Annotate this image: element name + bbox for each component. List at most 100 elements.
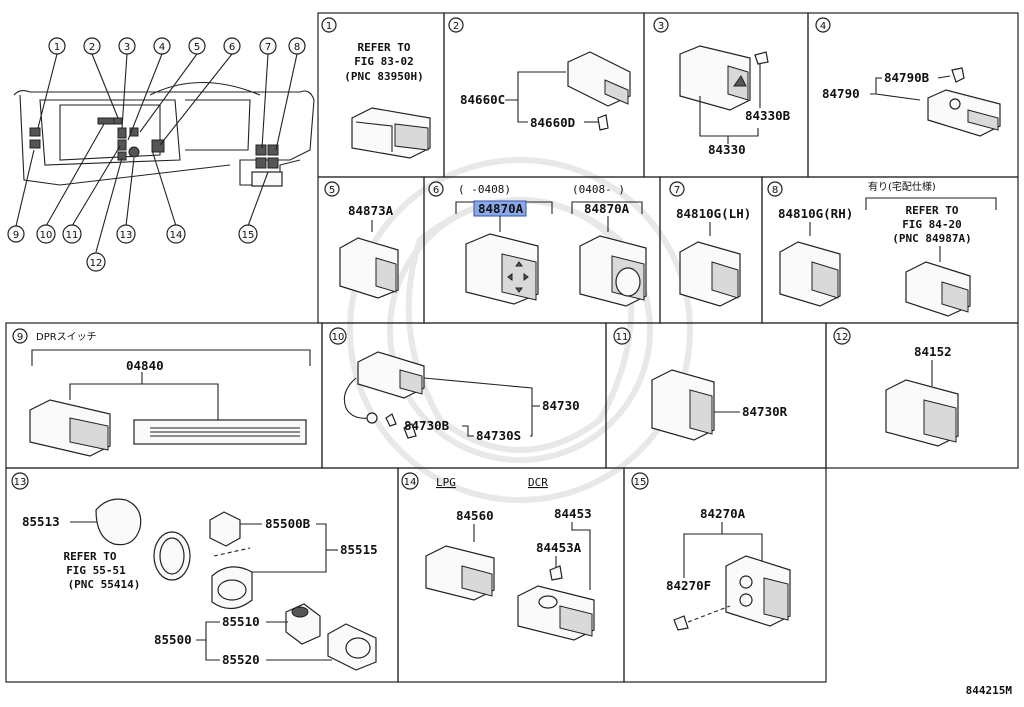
svg-text:4: 4 (159, 42, 165, 53)
svg-text:84330B: 84330B (745, 108, 791, 123)
section-1: 1 REFER TO FIG 83-02 (PNC 83950H) (321, 17, 431, 159)
svg-text:84453: 84453 (554, 506, 592, 521)
callout-3: 3 (118, 37, 136, 55)
svg-text:11: 11 (616, 332, 629, 343)
section-10: 10 84730 84730B 84730S (329, 327, 580, 443)
svg-text:1: 1 (326, 21, 332, 32)
svg-text:84660C: 84660C (460, 92, 505, 107)
callout-6: 6 (223, 37, 241, 55)
svg-text:15: 15 (634, 477, 647, 488)
section-5: 5 84873A (324, 181, 399, 299)
svg-text:13: 13 (120, 230, 133, 241)
dashboard-overview (13, 53, 315, 253)
svg-text:84810G(LH): 84810G(LH) (676, 206, 751, 221)
svg-text:8: 8 (294, 42, 300, 53)
section-8: 8 有り(宅配仕様) 84810G(RH) REFER TO FIG 84-20… (767, 180, 997, 317)
svg-text:15: 15 (242, 230, 255, 241)
svg-text:3: 3 (124, 42, 130, 53)
svg-text:REFER TO: REFER TO (906, 204, 959, 217)
svg-text:84730B: 84730B (404, 418, 450, 433)
svg-text:14: 14 (404, 477, 417, 488)
svg-text:85510: 85510 (222, 614, 260, 629)
svg-text:6: 6 (229, 42, 235, 53)
svg-text:( -0408): ( -0408) (458, 183, 511, 196)
section-2: 2 84660C 84660D (448, 17, 631, 131)
svg-text:5: 5 (194, 42, 200, 53)
svg-text:85500B: 85500B (265, 516, 311, 531)
svg-text:FIG 55-51: FIG 55-51 (66, 564, 126, 577)
svg-text:(PNC 55414): (PNC 55414) (68, 578, 141, 591)
svg-text:(0408- ): (0408- ) (572, 183, 625, 196)
svg-text:84790: 84790 (822, 86, 860, 101)
svg-text:12: 12 (836, 332, 849, 343)
section-12: 12 84152 (833, 327, 959, 447)
callout-5: 5 (188, 37, 206, 55)
callout-4: 4 (153, 37, 171, 55)
svg-text:84270F: 84270F (666, 578, 711, 593)
callout-10: 10 (36, 224, 56, 244)
svg-text:84810G(RH): 84810G(RH) (778, 206, 853, 221)
svg-text:3: 3 (658, 21, 664, 32)
svg-text:84560: 84560 (456, 508, 494, 523)
callout-7: 7 (259, 37, 277, 55)
svg-text:85513: 85513 (22, 514, 60, 529)
section-15-box (623, 467, 827, 683)
callout-1: 1 (48, 37, 66, 55)
svg-text:DCR: DCR (528, 476, 548, 489)
svg-text:84870A: 84870A (478, 201, 524, 216)
callout-11: 11 (62, 224, 82, 244)
section-7: 7 84810G(LH) (669, 181, 751, 307)
callout-13: 13 (116, 224, 136, 244)
svg-text:84730: 84730 (542, 398, 580, 413)
svg-text:2: 2 (453, 21, 459, 32)
svg-text:7: 7 (674, 185, 680, 196)
diagram-code: 844215M (966, 684, 1013, 697)
svg-text:04840: 04840 (126, 358, 164, 373)
svg-text:84270A: 84270A (700, 506, 746, 521)
section-12-box (825, 322, 1019, 469)
svg-text:FIG 84-20: FIG 84-20 (902, 218, 962, 231)
svg-text:4: 4 (820, 21, 826, 32)
svg-text:9: 9 (13, 230, 19, 241)
section-14: 14 LPG DCR 84560 84453 84453A (401, 472, 595, 641)
callout-15: 15 (238, 224, 258, 244)
svg-text:7: 7 (265, 42, 271, 53)
svg-text:10: 10 (332, 332, 345, 343)
svg-text:84873A: 84873A (348, 203, 394, 218)
overview-callouts: 1 2 3 4 5 6 7 8 9 10 11 12 13 14 15 (7, 37, 306, 272)
callout-12: 12 (86, 252, 106, 272)
svg-text:8: 8 (772, 185, 778, 196)
svg-text:11: 11 (66, 230, 79, 241)
svg-text:12: 12 (90, 258, 103, 269)
svg-text:2: 2 (89, 42, 95, 53)
callout-2: 2 (83, 37, 101, 55)
callout-14: 14 (166, 224, 186, 244)
section-11: 11 84730R (613, 327, 788, 441)
svg-text:84453A: 84453A (536, 540, 582, 555)
svg-text:REFER TO: REFER TO (358, 41, 411, 54)
section-15: 15 84270A 84270F (631, 472, 791, 631)
svg-text:6: 6 (433, 185, 439, 196)
callout-9: 9 (7, 225, 25, 243)
svg-text:84730R: 84730R (742, 404, 788, 419)
svg-text:14: 14 (170, 230, 183, 241)
svg-text:85500: 85500 (154, 632, 192, 647)
svg-text:5: 5 (329, 185, 335, 196)
section-6: 6 ( -0408) (0408- ) 84870A 84870A (428, 181, 647, 307)
svg-text:(PNC 84987A): (PNC 84987A) (892, 232, 971, 245)
section-3: 3 84330B 84330 (653, 17, 791, 157)
svg-text:1: 1 (54, 42, 60, 53)
svg-text:84152: 84152 (914, 344, 952, 359)
callout-8: 8 (288, 37, 306, 55)
svg-text:REFER TO: REFER TO (64, 550, 117, 563)
svg-text:LPG: LPG (436, 476, 456, 489)
svg-text:10: 10 (40, 230, 53, 241)
svg-text:85520: 85520 (222, 652, 260, 667)
svg-text:84660D: 84660D (530, 115, 575, 130)
svg-text:84790B: 84790B (884, 70, 930, 85)
section-4: 4 84790B 84790 (815, 17, 1001, 137)
svg-text:13: 13 (14, 477, 27, 488)
section-9: 9 DPRスイッチ 04840 (12, 328, 311, 457)
svg-text:有り(宅配仕様): 有り(宅配仕様) (868, 180, 936, 193)
